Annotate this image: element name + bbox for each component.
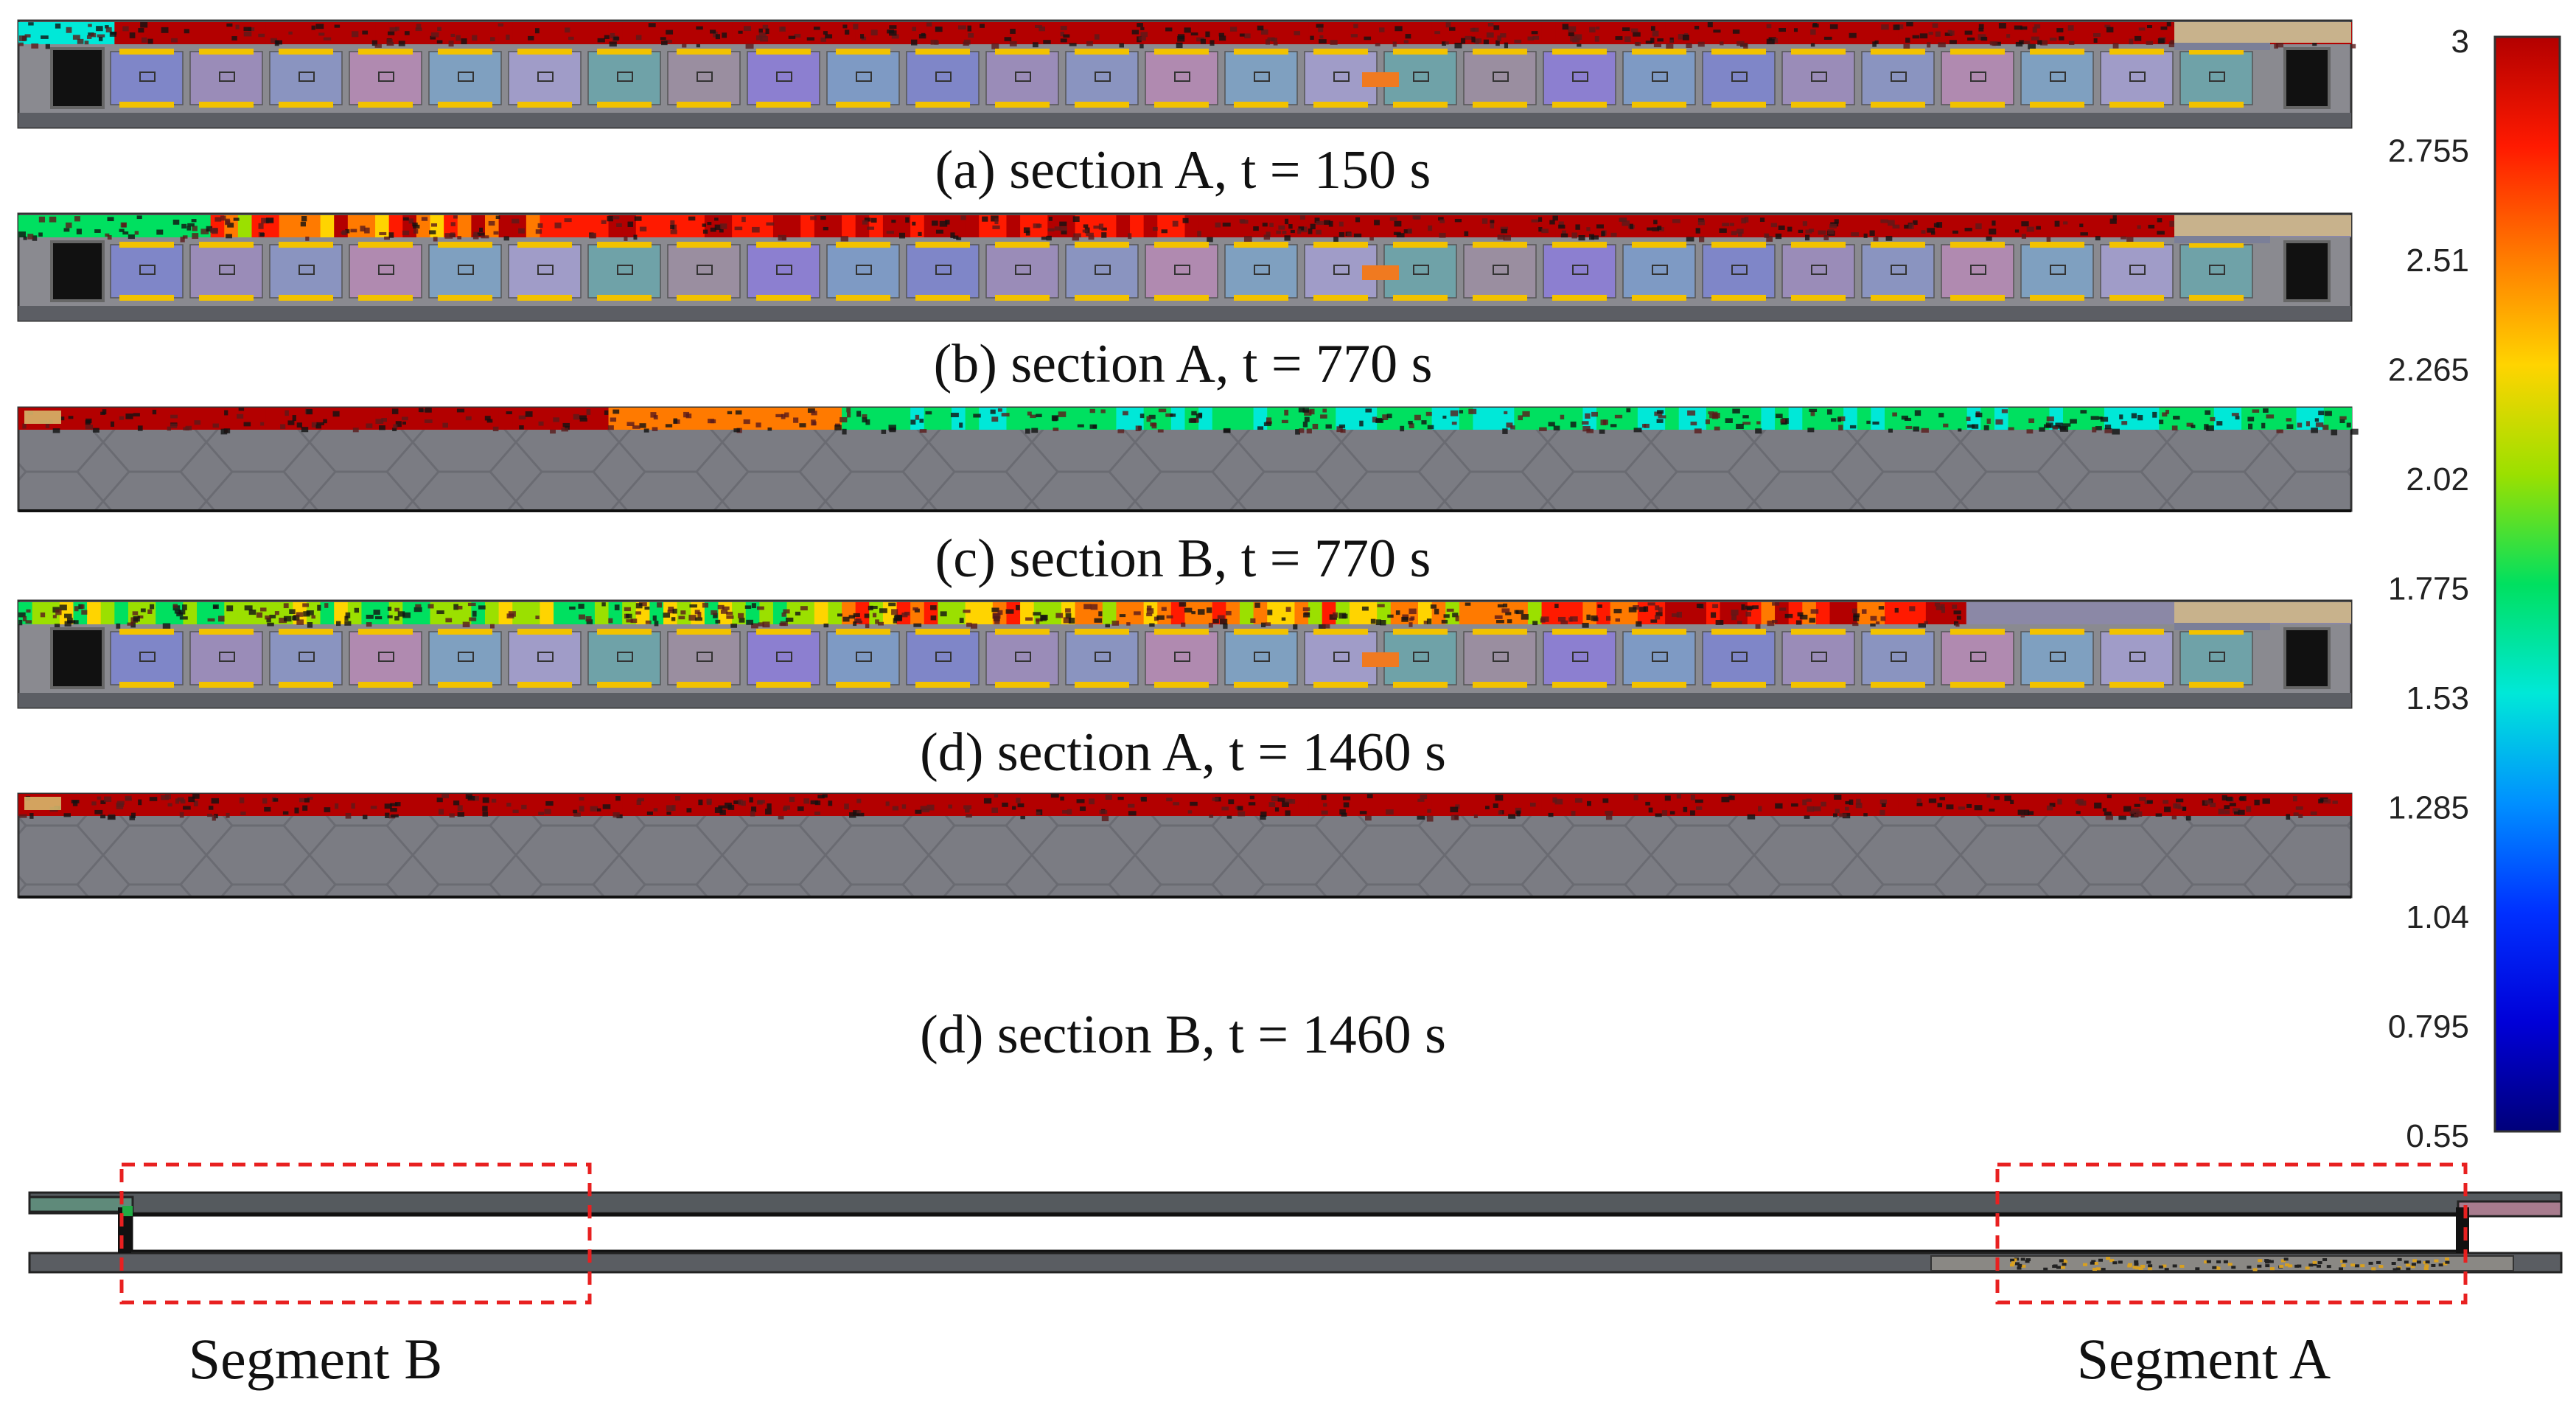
caption-a: (a) section A, t = 150 s (935, 140, 1431, 200)
colorbar-tick: 2.51 (2406, 243, 2469, 279)
colorbar-tick: 2.755 (2388, 133, 2469, 170)
overview-schematic: Segment B Segment A (28, 1162, 2563, 1391)
colorbar-tick: 2.265 (2388, 352, 2469, 388)
colorbar-tick: 1.775 (2388, 571, 2469, 607)
overview-inner-tunnel (129, 1213, 2462, 1254)
overview-bottom-box (1930, 1255, 2514, 1271)
panel-d-section-a-1460s (17, 599, 2353, 709)
overview-left-door-mark (122, 1206, 133, 1216)
overview-left-cap (28, 1196, 134, 1213)
overview-top-wall (28, 1191, 2563, 1215)
caption-d-section-b: (d) section B, t = 1460 s (920, 1005, 1446, 1065)
colorbar: 3 2.755 2.51 2.265 2.02 1.775 1.53 1.285 1.04 0.7… (2388, 24, 2561, 1154)
segment-b-label: Segment B (189, 1327, 443, 1391)
segment-a-box (1995, 1162, 2468, 1305)
segment-b-box (119, 1162, 592, 1305)
colorbar-gradient (2493, 35, 2561, 1133)
colorbar-tick: 2.02 (2406, 461, 2469, 498)
panel-a-section-a-150s (17, 19, 2356, 129)
colorbar-tick: 0.55 (2406, 1118, 2469, 1154)
colorbar-tick: 1.04 (2406, 899, 2469, 935)
overview-top-wall-ext (2457, 1200, 2563, 1218)
overview-right-door (2456, 1207, 2469, 1253)
colorbar-tick: 1.53 (2406, 680, 2469, 716)
caption-c: (c) section B, t = 770 s (935, 528, 1431, 589)
colorbar-tick: 1.285 (2388, 790, 2469, 826)
caption-d-section-a: (d) section A, t = 1460 s (920, 722, 1446, 783)
panel-c-section-b-770s (17, 406, 2359, 512)
segment-a-label: Segment A (2077, 1327, 2331, 1391)
colorbar-tick: 0.795 (2388, 1009, 2469, 1045)
colorbar-tick: 3 (2451, 24, 2469, 60)
overview-train-speckles (2009, 1257, 2450, 1271)
panel-d-section-b-1460s (17, 792, 2353, 899)
panel-b-section-a-770s (17, 212, 2353, 322)
captions-group: (a) section A, t = 150 s (b) section A, … (920, 140, 1446, 1065)
caption-b: (b) section A, t = 770 s (934, 334, 1433, 394)
panels-group (17, 19, 2359, 899)
